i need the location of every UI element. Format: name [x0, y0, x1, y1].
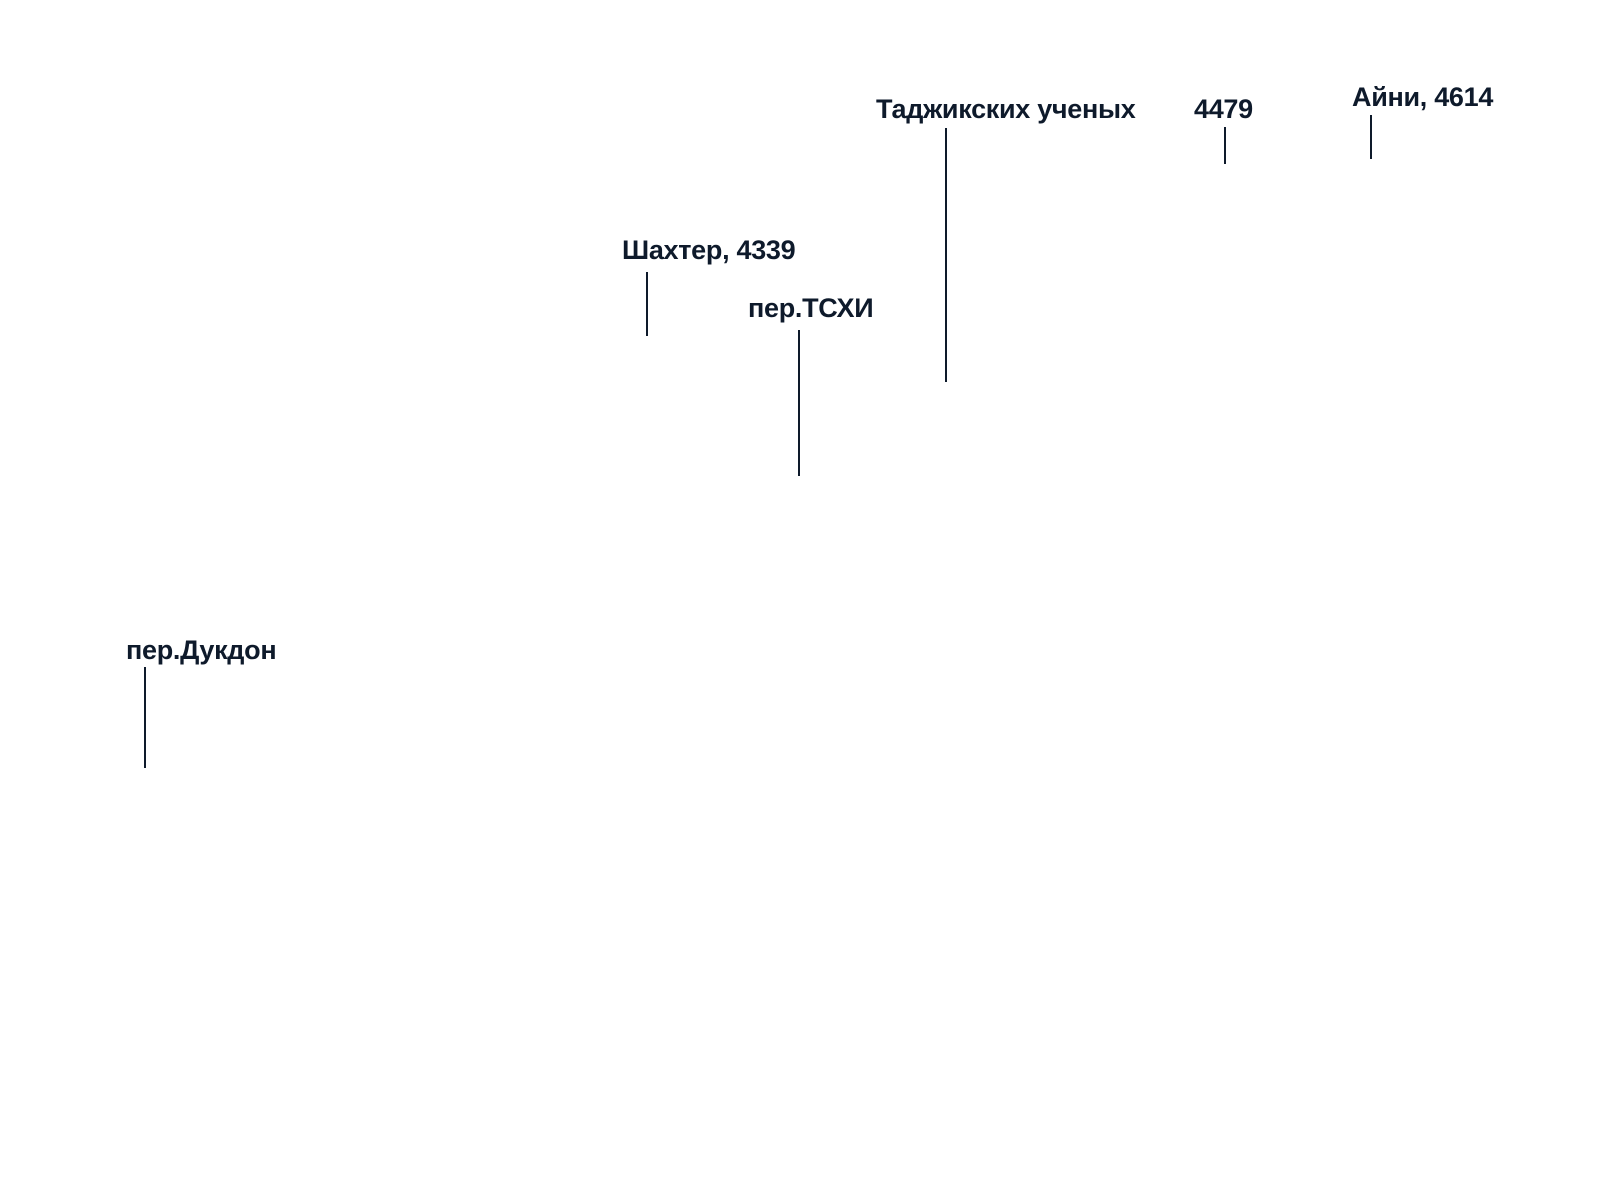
leader-line-tajik-scientists — [945, 128, 947, 382]
street-label-per-tskhi: пер.ТСХИ — [748, 293, 874, 323]
leader-line-shakhter — [646, 272, 648, 336]
leader-line-per-dukdon — [144, 667, 146, 768]
leader-line-aini — [1370, 115, 1372, 159]
house-number-label-4479: 4479 — [1194, 94, 1253, 124]
leader-line-4479 — [1224, 127, 1226, 164]
street-label-per-dukdon: пер.Дукдон — [126, 635, 277, 665]
street-label-tajik-scientists: Таджикских ученых — [876, 94, 1136, 124]
street-label-aini: Айни, 4614 — [1352, 82, 1494, 112]
street-label-shakhter: Шахтер, 4339 — [622, 235, 796, 265]
leader-line-per-tskhi — [798, 330, 800, 476]
